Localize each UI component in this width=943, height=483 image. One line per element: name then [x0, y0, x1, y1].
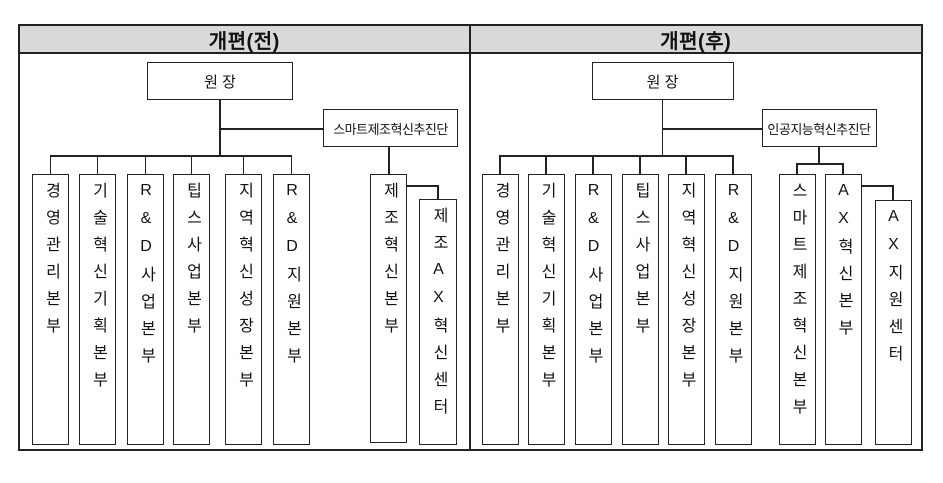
panel-after-title: 개편(후): [660, 30, 732, 53]
sub-center-box: 제조AX혁신센터: [419, 199, 457, 445]
director-box: 원 장: [147, 62, 293, 100]
connector-stub: [190, 155, 192, 174]
connector-staff-horizontal: [219, 128, 323, 130]
connector-trunk: [661, 100, 663, 155]
connector-branch: [500, 155, 733, 157]
connector-elbow-horizontal: [861, 185, 894, 187]
panel-before-chart: 원 장 스마트제조혁신추진단 경영관리본부 기술혁신기획본부 R&D사업본부 팁…: [20, 54, 469, 449]
connector-stub: [796, 163, 798, 174]
panel-after: 개편(후) 원 장 인공지능혁신추: [470, 26, 922, 449]
connector-stub: [639, 155, 641, 174]
connector-elbow-vertical: [892, 185, 894, 200]
division-box: 지역혁신성장본부: [667, 174, 705, 445]
connector-stub: [545, 155, 547, 174]
connector-stub: [685, 155, 687, 174]
connector-staff-trunk: [388, 147, 390, 174]
panel-after-chart: 원 장 인공지능혁신추진단 경영관리본부 기술혁신기획본부 R&D사업본부 팁스…: [471, 54, 922, 449]
division-box: 경영관리본부: [32, 174, 69, 445]
promotion-unit-box: 스마트제조혁신추진단: [323, 109, 458, 147]
panel-before-title: 개편(전): [208, 30, 280, 53]
connector-staff-horizontal: [661, 128, 762, 130]
connector-stub: [499, 155, 501, 174]
connector-staff-trunk: [818, 147, 820, 163]
connector-stub: [144, 155, 146, 174]
connector-staff-branch: [796, 163, 844, 165]
connector-stub: [242, 155, 244, 174]
comparison-table: 개편(전) 원 장 스마트제조혁신추진단 경영관리본부: [18, 24, 923, 451]
staff-division-box: AX혁신본부: [824, 174, 862, 445]
panel-before-header: 개편(전): [20, 26, 469, 54]
division-box: 기술혁신기획본부: [79, 174, 116, 445]
panel-after-header: 개편(후): [470, 26, 921, 54]
staff-division-box: 제조혁신본부: [370, 174, 407, 443]
connector-stub: [842, 163, 844, 174]
division-box: 팁스사업본부: [173, 174, 210, 445]
connector-stub: [49, 155, 51, 174]
connector-stub: [732, 155, 734, 174]
connector-elbow-horizontal: [407, 185, 438, 187]
panel-before: 개편(전) 원 장 스마트제조혁신추진단 경영관리본부: [20, 26, 471, 449]
division-box: 기술혁신기획본부: [527, 174, 565, 445]
sub-center-box: AX지원센터: [874, 200, 912, 445]
connector-elbow-vertical: [437, 185, 439, 200]
director-box: 원 장: [591, 62, 734, 100]
division-box: R&D사업본부: [127, 174, 164, 445]
division-box: 경영관리본부: [481, 174, 519, 445]
connector-trunk: [219, 100, 221, 155]
promotion-unit-box: 인공지능혁신추진단: [761, 109, 877, 147]
division-box: R&D지원본부: [273, 174, 310, 445]
connector-stub: [96, 155, 98, 174]
division-box: R&D사업본부: [574, 174, 612, 445]
connector-branch: [50, 155, 292, 157]
division-box: 팁스사업본부: [621, 174, 659, 445]
division-box: R&D지원본부: [714, 174, 752, 445]
division-box: 지역혁신성장본부: [225, 174, 262, 445]
connector-stub: [592, 155, 594, 174]
connector-stub: [290, 155, 292, 174]
staff-division-box: 스마트제조혁신본부: [778, 174, 816, 445]
